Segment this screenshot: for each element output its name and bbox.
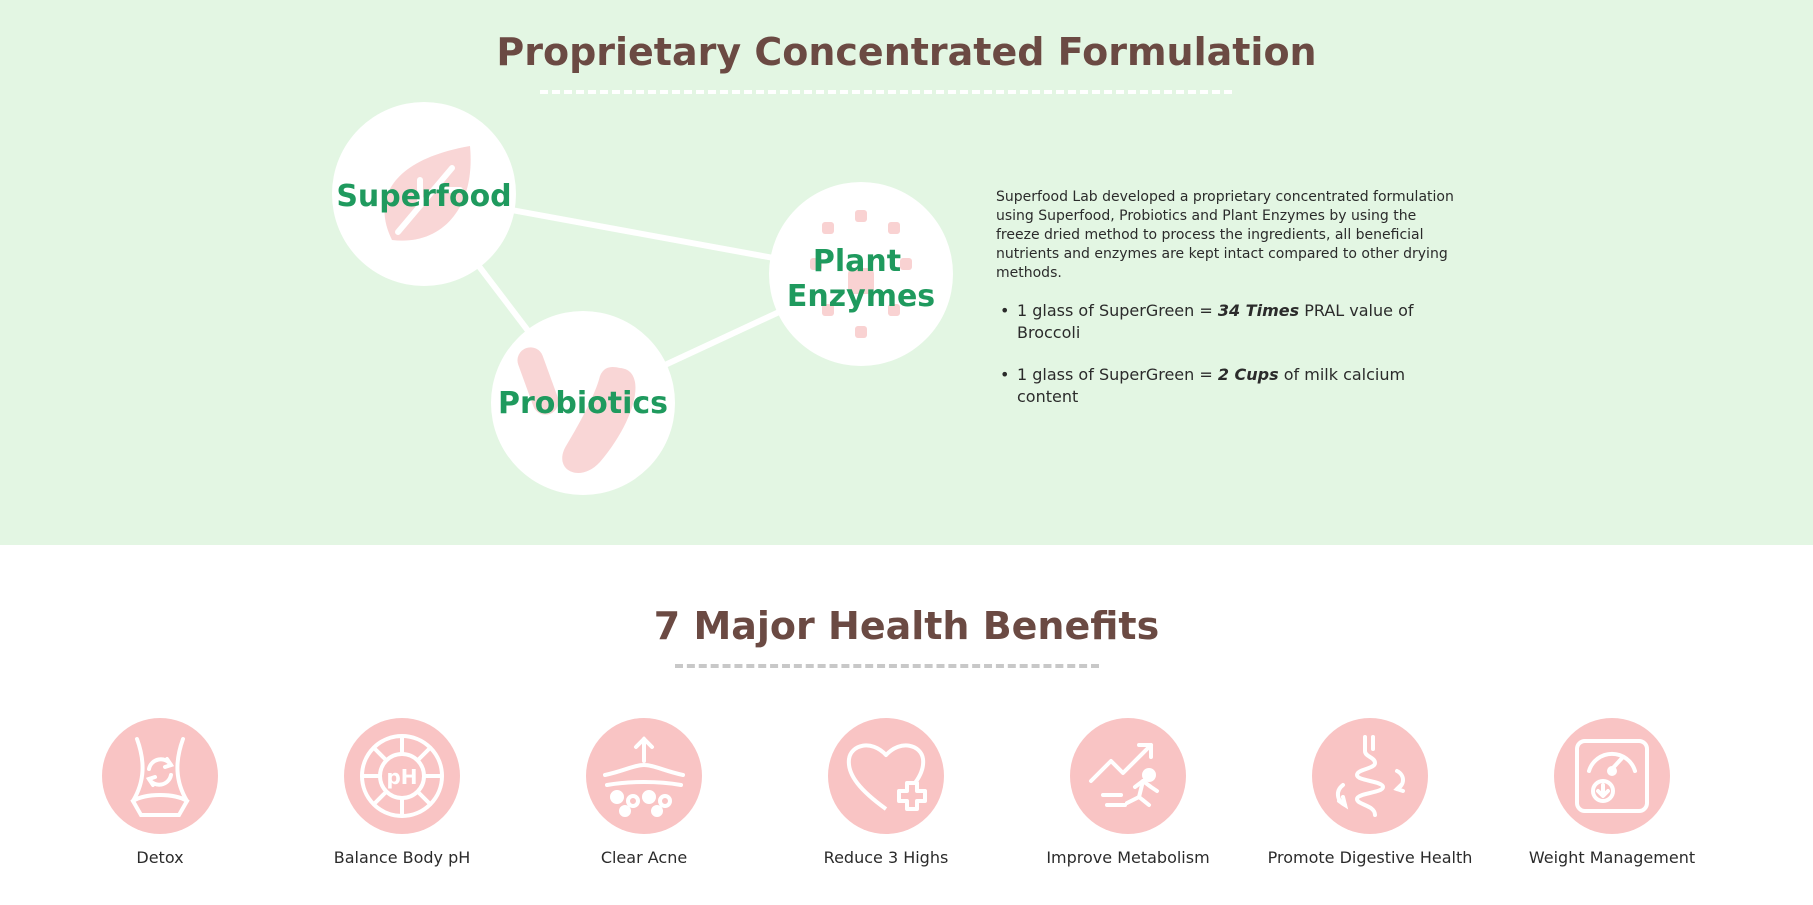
fact-item: 1 glass of SuperGreen = 34 Times PRAL va… bbox=[1000, 300, 1420, 344]
formulation-title: Proprietary Concentrated Formulation bbox=[496, 30, 1317, 74]
benefit-improve-metabolism: Improve Metabolism bbox=[1018, 718, 1238, 867]
benefit-label: Improve Metabolism bbox=[1046, 848, 1210, 867]
benefit-weight-management: Weight Management bbox=[1502, 718, 1722, 867]
benefit-reduce-3-highs: Reduce 3 Highs bbox=[776, 718, 996, 867]
scale-icon bbox=[1575, 739, 1649, 813]
plant-enzymes-label-line2: Enzymes bbox=[787, 279, 935, 314]
benefit-label: Clear Acne bbox=[600, 848, 688, 867]
benefit-detox: Detox bbox=[50, 718, 270, 867]
formulation-description: Superfood Lab developed a proprietary co… bbox=[996, 189, 1454, 281]
benefit-label: Promote Digestive Health bbox=[1267, 848, 1473, 867]
probiotics-node: Probiotics bbox=[491, 311, 675, 495]
benefit-label: Detox bbox=[136, 848, 184, 867]
superfood-label: Superfood bbox=[336, 179, 511, 214]
heart-plus-icon bbox=[846, 743, 927, 811]
benefit-balance-ph: pH Balance Body pH bbox=[292, 718, 512, 867]
plant-enzymes-node: Plant Enzymes bbox=[769, 182, 953, 366]
probiotics-label: Probiotics bbox=[498, 386, 668, 421]
ph-icon: pH bbox=[360, 734, 444, 818]
ph-text: pH bbox=[386, 765, 417, 789]
formulation-facts: 1 glass of SuperGreen = 34 Times PRAL va… bbox=[1000, 300, 1420, 428]
plant-enzymes-label-line1: Plant bbox=[813, 244, 901, 279]
superfood-node: Superfood bbox=[332, 102, 516, 286]
detox-icon bbox=[130, 737, 190, 817]
bacteria-icon bbox=[517, 347, 636, 473]
intestine-icon bbox=[1336, 735, 1405, 817]
enzyme-dots-icon bbox=[810, 210, 912, 338]
benefit-label: Reduce 3 Highs bbox=[823, 848, 949, 867]
benefits-title-underline bbox=[675, 664, 1099, 668]
leaf-icon bbox=[384, 146, 471, 241]
title-underline bbox=[540, 90, 1232, 94]
benefit-digestive-health: Promote Digestive Health bbox=[1260, 718, 1480, 867]
fact-item: 1 glass of SuperGreen = 2 Cups of milk c… bbox=[1000, 364, 1420, 408]
skin-icon bbox=[603, 736, 685, 817]
benefit-clear-acne: Clear Acne bbox=[534, 718, 754, 867]
runner-icon bbox=[1089, 743, 1159, 807]
benefits-title: 7 Major Health Benefits bbox=[653, 604, 1160, 648]
benefit-label: Weight Management bbox=[1528, 848, 1696, 867]
benefit-label: Balance Body pH bbox=[333, 848, 471, 867]
ingredient-diagram: Superfood Probiotics Plant Enzymes bbox=[332, 102, 953, 495]
